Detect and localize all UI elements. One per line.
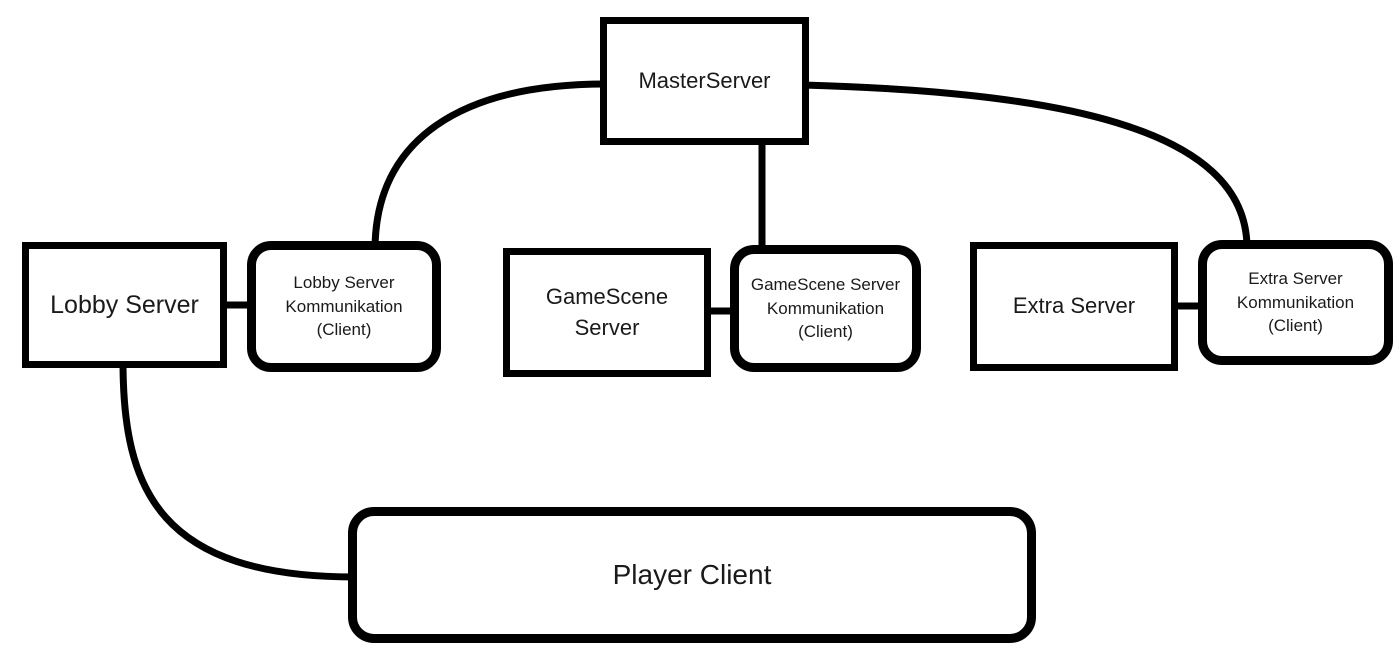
- node-master-server: MasterServer: [600, 17, 809, 145]
- node-extra-server: Extra Server: [970, 242, 1178, 371]
- node-extra-server-label: Extra Server: [1012, 293, 1136, 319]
- node-lobby-server: Lobby Server: [22, 242, 227, 368]
- node-lobby-server-kommunikation-label: Lobby Server Kommunikation (Client): [285, 272, 403, 340]
- node-gamescene-server-label: GameScene Server: [545, 283, 669, 340]
- node-gamescene-server-kommunikation: GameScene Server Kommunikation (Client): [730, 245, 921, 372]
- node-lobby-server-kommunikation: Lobby Server Kommunikation (Client): [247, 241, 441, 372]
- node-lobby-server-label: Lobby Server: [50, 290, 199, 319]
- node-extra-server-kommunikation-label: Extra Server Kommunikation (Client): [1236, 268, 1355, 336]
- node-master-server-label: MasterServer: [638, 67, 771, 93]
- node-player-client-label: Player Client: [612, 559, 772, 591]
- edge-lobbyserver-to-playerclient: [119, 361, 356, 581]
- edge-masterserver-to-lobby-kommunikation: [371, 80, 607, 251]
- node-player-client: Player Client: [348, 507, 1036, 643]
- edge-masterserver-to-extra-kommunikation: [802, 81, 1251, 249]
- node-extra-server-kommunikation: Extra Server Kommunikation (Client): [1198, 240, 1393, 365]
- node-gamescene-server: GameScene Server: [503, 248, 711, 377]
- node-gamescene-server-kommunikation-label: GameScene Server Kommunikation (Client): [750, 274, 901, 342]
